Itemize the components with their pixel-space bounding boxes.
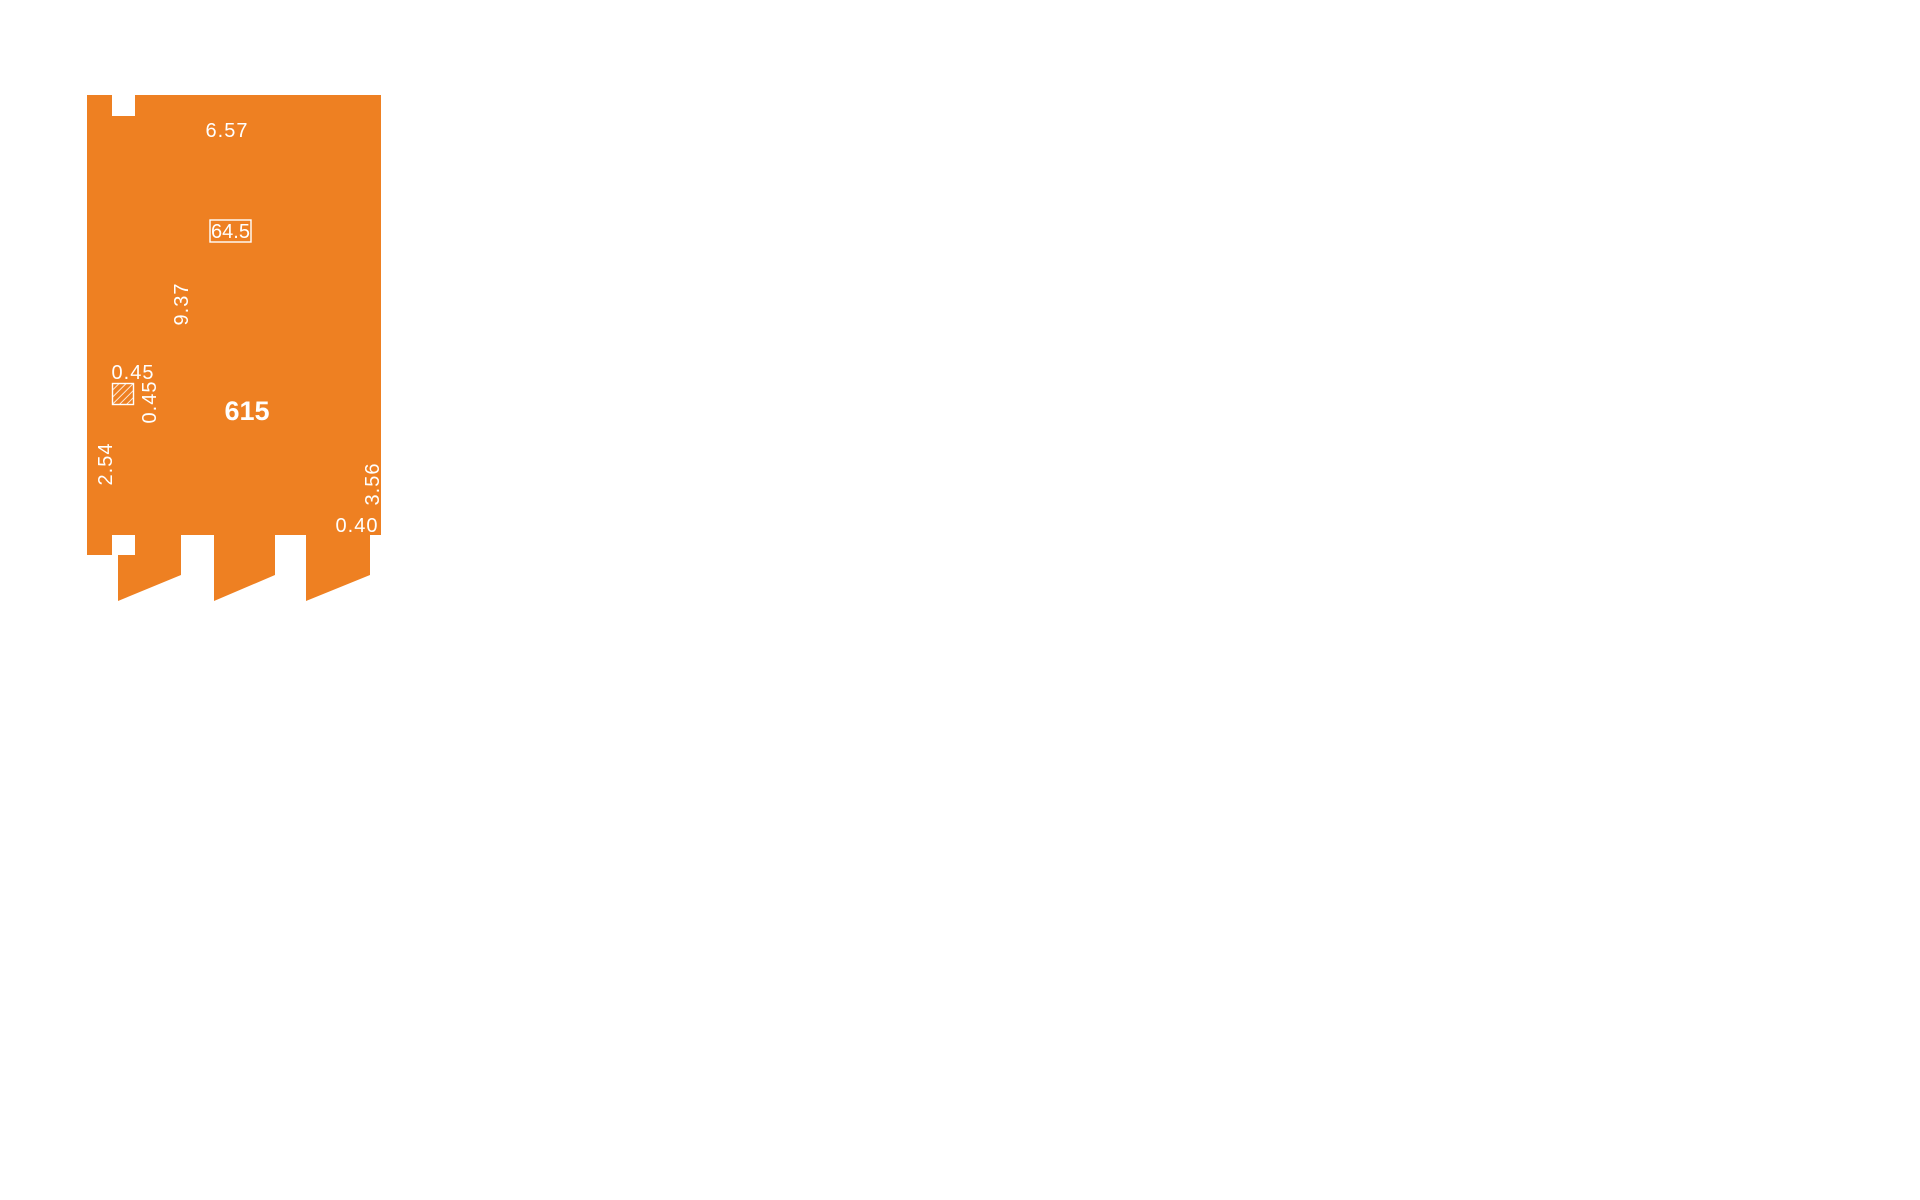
room-number[interactable]: 615 bbox=[224, 396, 269, 426]
room-615-outline[interactable] bbox=[87, 95, 381, 601]
column-marker bbox=[111, 382, 135, 406]
dim-right-lower: 3.56 bbox=[362, 463, 384, 506]
dim-top-width: 6.57 bbox=[206, 120, 249, 142]
dim-bottom-right: 0.40 bbox=[336, 515, 379, 537]
dim-column-height: 0.45 bbox=[139, 381, 161, 424]
dim-left-lower: 2.54 bbox=[95, 443, 117, 486]
dim-column-width: 0.45 bbox=[112, 362, 155, 384]
area-label: 64.5 bbox=[211, 221, 250, 243]
dim-inner-height: 9.37 bbox=[171, 283, 193, 326]
area-box bbox=[209, 219, 252, 243]
